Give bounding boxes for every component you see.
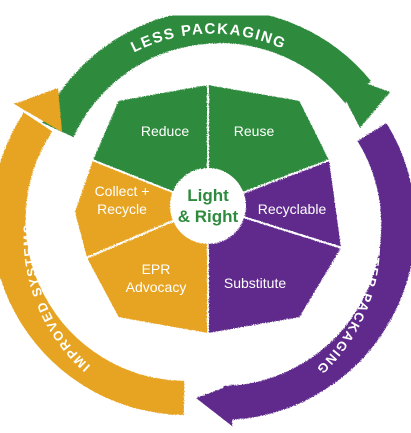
arrow-improved-systems — [0, 88, 185, 415]
arrow-less-packaging — [42, 9, 390, 138]
arrow-gold-head — [14, 88, 62, 132]
center-label-line1: Light — [187, 186, 229, 205]
reduce-label: Reduce — [141, 123, 189, 139]
arrow-purple-head — [196, 384, 234, 426]
arrow-gold-band — [0, 112, 185, 415]
collect-label-line1: Collect + — [95, 183, 150, 199]
arrow-better-packaging — [196, 123, 411, 426]
arrow-green-band — [42, 9, 372, 138]
epr-label-line2: Advocacy — [126, 279, 187, 295]
reuse-label: Reuse — [234, 123, 275, 139]
center-label-line2: & Right — [178, 207, 239, 226]
epr-label-line1: EPR — [142, 261, 171, 277]
arrow-purple-band — [223, 123, 411, 420]
inner-segments — [72, 82, 344, 336]
substitute-label: Substitute — [224, 275, 286, 291]
segment-collect-recycle — [72, 158, 211, 260]
arrow-green-head — [330, 70, 390, 128]
recyclable-label: Recyclable — [258, 201, 327, 217]
collect-label-line2: Recycle — [97, 201, 147, 217]
center-circle — [170, 168, 246, 244]
